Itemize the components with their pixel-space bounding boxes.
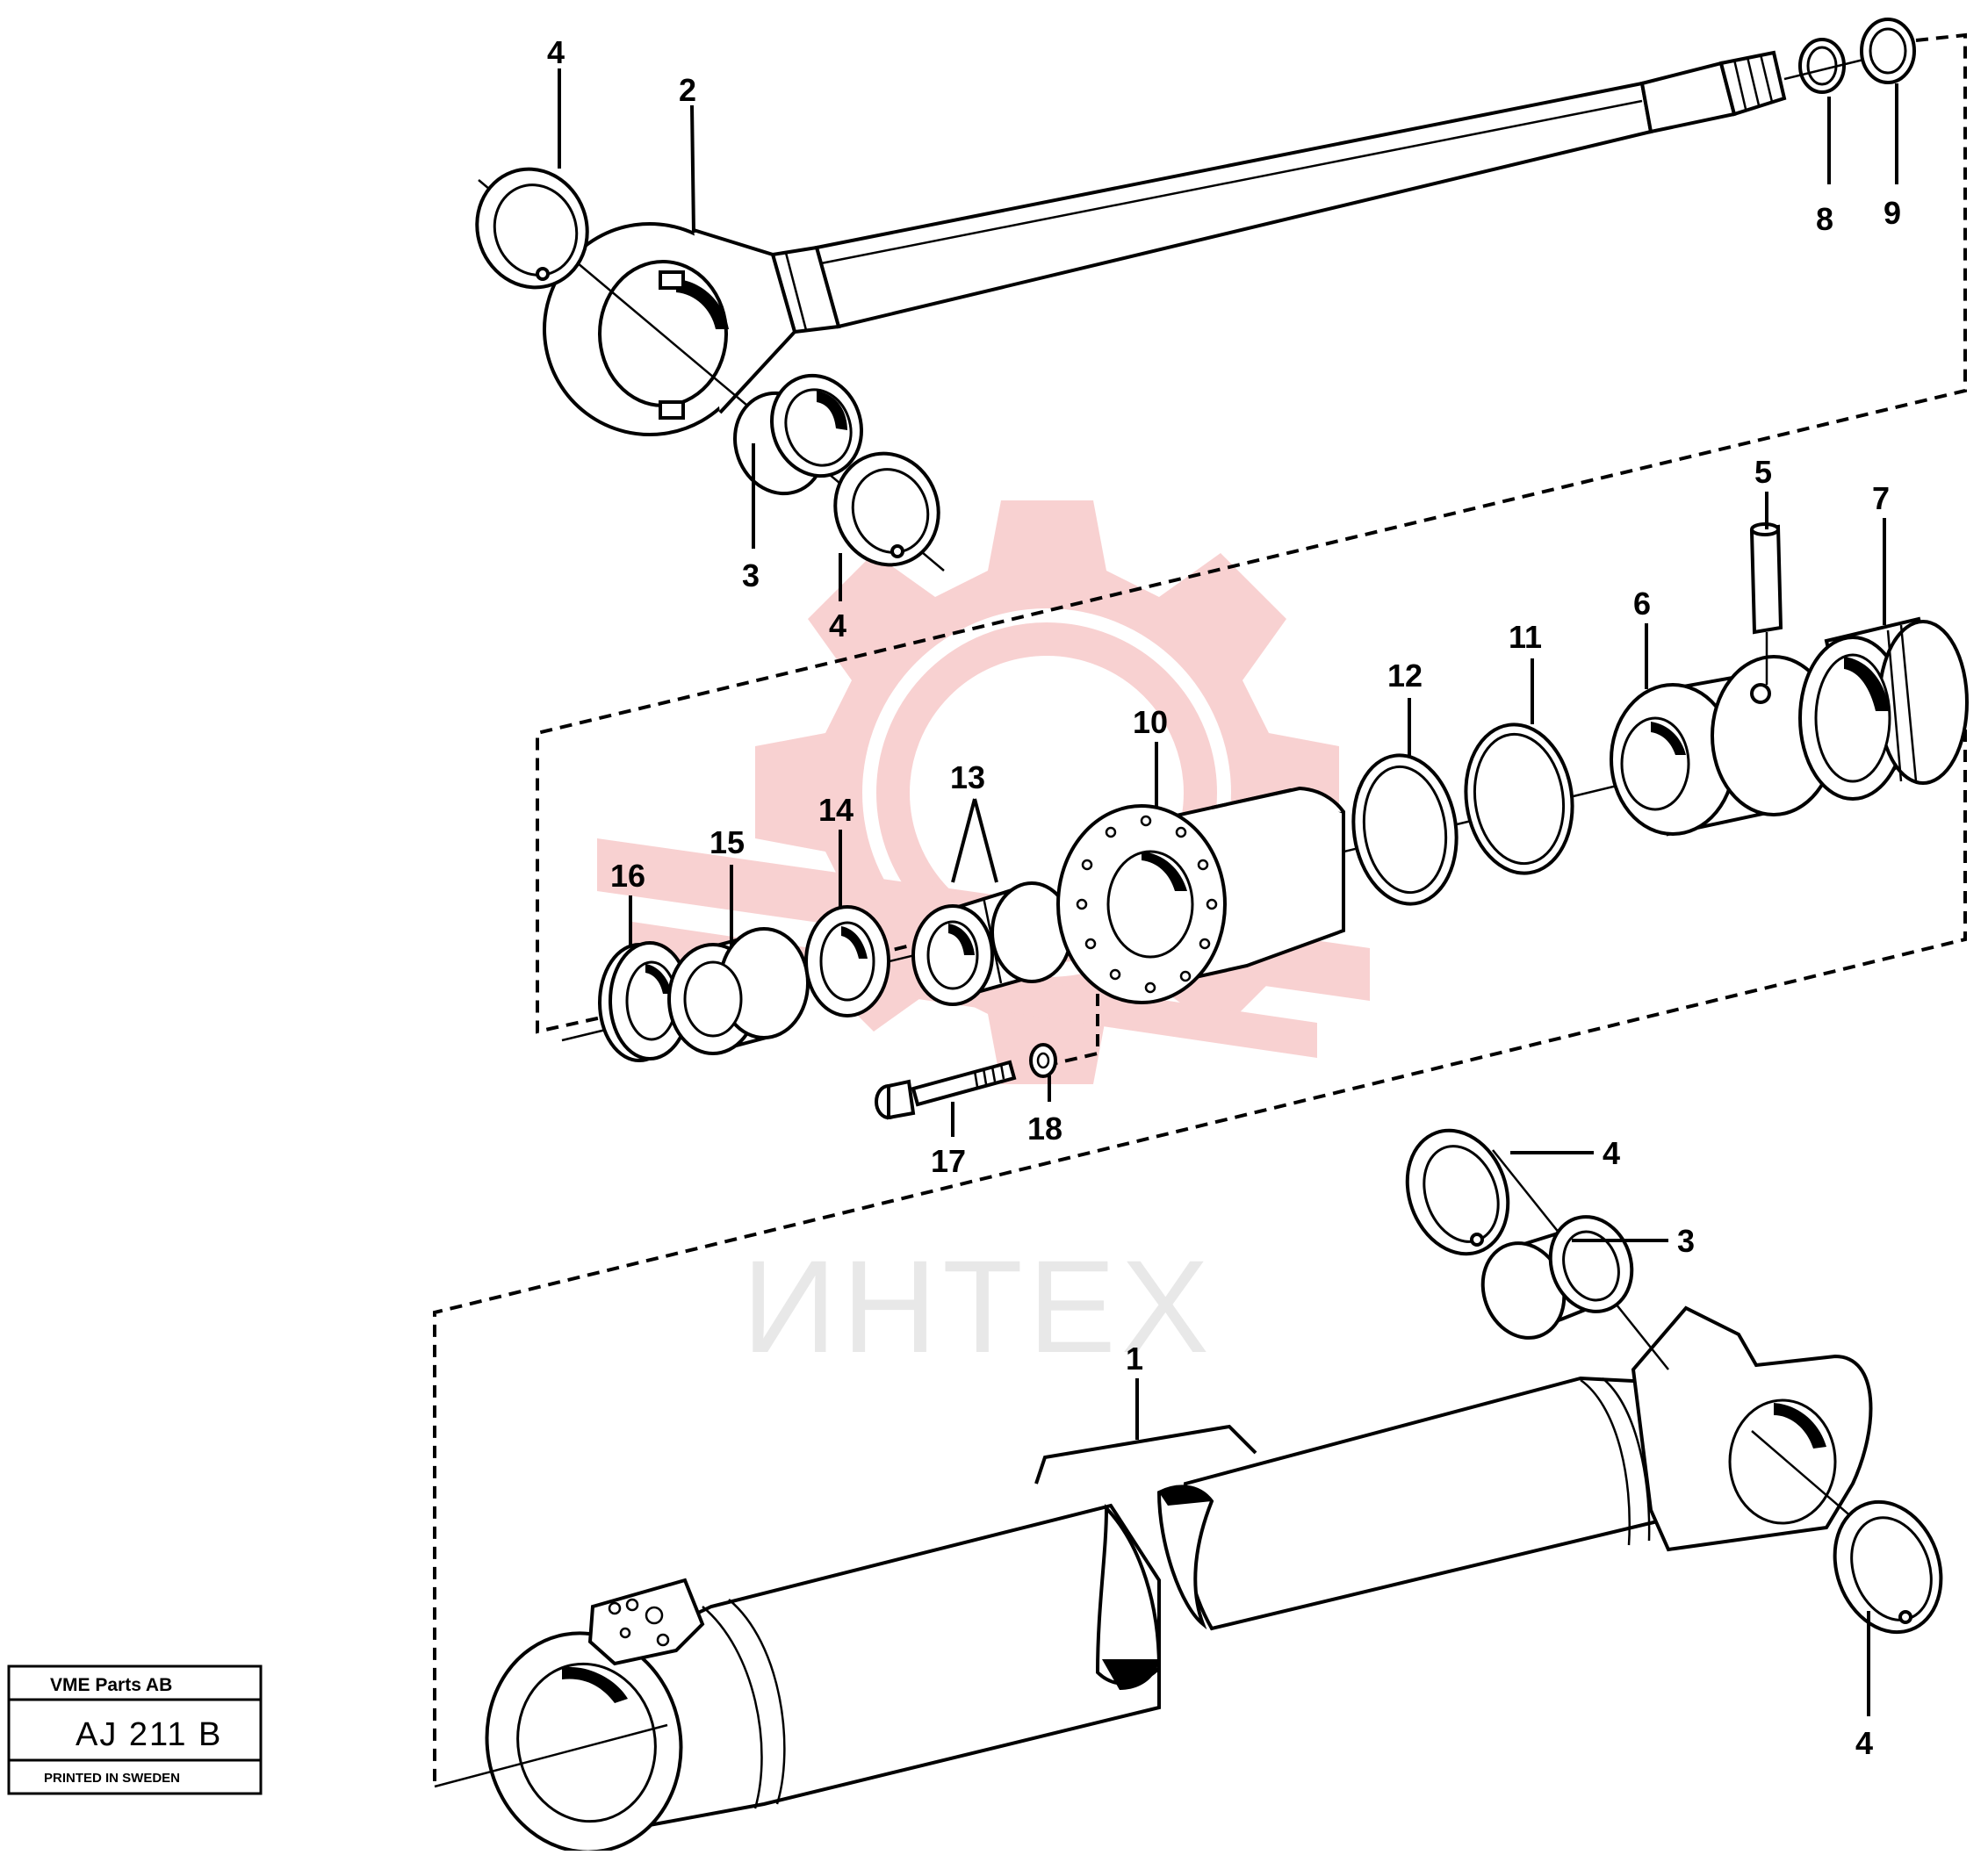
callout-15: 15 <box>709 824 745 860</box>
callout-16: 16 <box>610 858 645 894</box>
callout-4-bottom-lower: 4 <box>1855 1725 1873 1761</box>
assembly-outline-top <box>536 32 1967 1034</box>
barrel-right-knurl <box>1580 1377 1651 1546</box>
callout-7: 7 <box>1872 480 1890 516</box>
callout-10: 10 <box>1133 704 1168 740</box>
callout-labels: 4 2 3 4 8 9 5 7 6 11 12 10 13 14 15 16 1… <box>547 34 1901 1761</box>
stamp-note: PRINTED IN SWEDEN <box>44 1771 180 1786</box>
ring-8 <box>1798 38 1846 94</box>
cylinder-head-6 <box>1610 655 1837 837</box>
piston-head-10 <box>1056 786 1345 1004</box>
parts-stamp: VME Parts AB AJ 211 B PRINTED IN SWEDEN <box>7 1664 263 1795</box>
callout-6: 6 <box>1633 586 1651 622</box>
callout-14: 14 <box>818 792 854 828</box>
callout-4-bottom-upper: 4 <box>1603 1135 1620 1171</box>
callout-2: 2 <box>679 72 696 108</box>
circlip-top-right <box>833 451 940 567</box>
ring-11 <box>1464 723 1574 875</box>
circlip-bottom-upper <box>1405 1128 1510 1256</box>
ring-14 <box>804 905 890 1017</box>
assembly-outline-lower <box>433 689 1967 1787</box>
callout-12: 12 <box>1387 658 1423 694</box>
barrel-left-port-block <box>587 1578 705 1666</box>
callout-4-top-left: 4 <box>547 34 565 70</box>
callout-4-top-second: 4 <box>829 608 846 643</box>
callout-5: 5 <box>1754 454 1772 490</box>
stamp-code: AJ 211 B <box>76 1716 222 1753</box>
callout-18: 18 <box>1027 1111 1062 1147</box>
gland-7 <box>1798 616 1969 801</box>
cylinder-tube <box>434 1149 1941 1854</box>
piston-rod <box>814 81 1653 329</box>
bushing-top <box>732 373 864 496</box>
cylinder-barrel-right <box>1181 1376 1670 1631</box>
bushing-13 <box>911 881 1073 1006</box>
seal-16 <box>598 941 691 1062</box>
callout-17: 17 <box>931 1143 966 1179</box>
circlip-top-left <box>475 167 589 290</box>
piston-rod-assembly <box>478 50 1787 572</box>
stamp-company: VME Parts AB <box>50 1675 172 1695</box>
circlip-bottom-lower <box>1833 1499 1943 1635</box>
callout-13: 13 <box>950 759 985 795</box>
bolt-17 <box>875 1060 1017 1120</box>
watermark-text: ИНТЕХ <box>742 1233 1214 1380</box>
barrel-left-knurl <box>702 1599 786 1809</box>
ring-9 <box>1860 18 1916 84</box>
callout-3-top: 3 <box>742 557 760 593</box>
callout-8: 8 <box>1816 201 1833 237</box>
rod-spline-end <box>1639 61 1737 134</box>
callout-11: 11 <box>1509 619 1542 655</box>
callout-3-bottom: 3 <box>1677 1223 1695 1259</box>
leader-lines <box>558 68 1898 1716</box>
bushing-15 <box>667 927 810 1055</box>
ring-12 <box>1351 753 1459 906</box>
washer-18 <box>1029 1043 1057 1078</box>
cylinder-axis <box>434 1723 668 1788</box>
stamp-frame <box>7 1664 263 1795</box>
callout-9: 9 <box>1884 195 1901 231</box>
callout-1: 1 <box>1126 1341 1143 1377</box>
